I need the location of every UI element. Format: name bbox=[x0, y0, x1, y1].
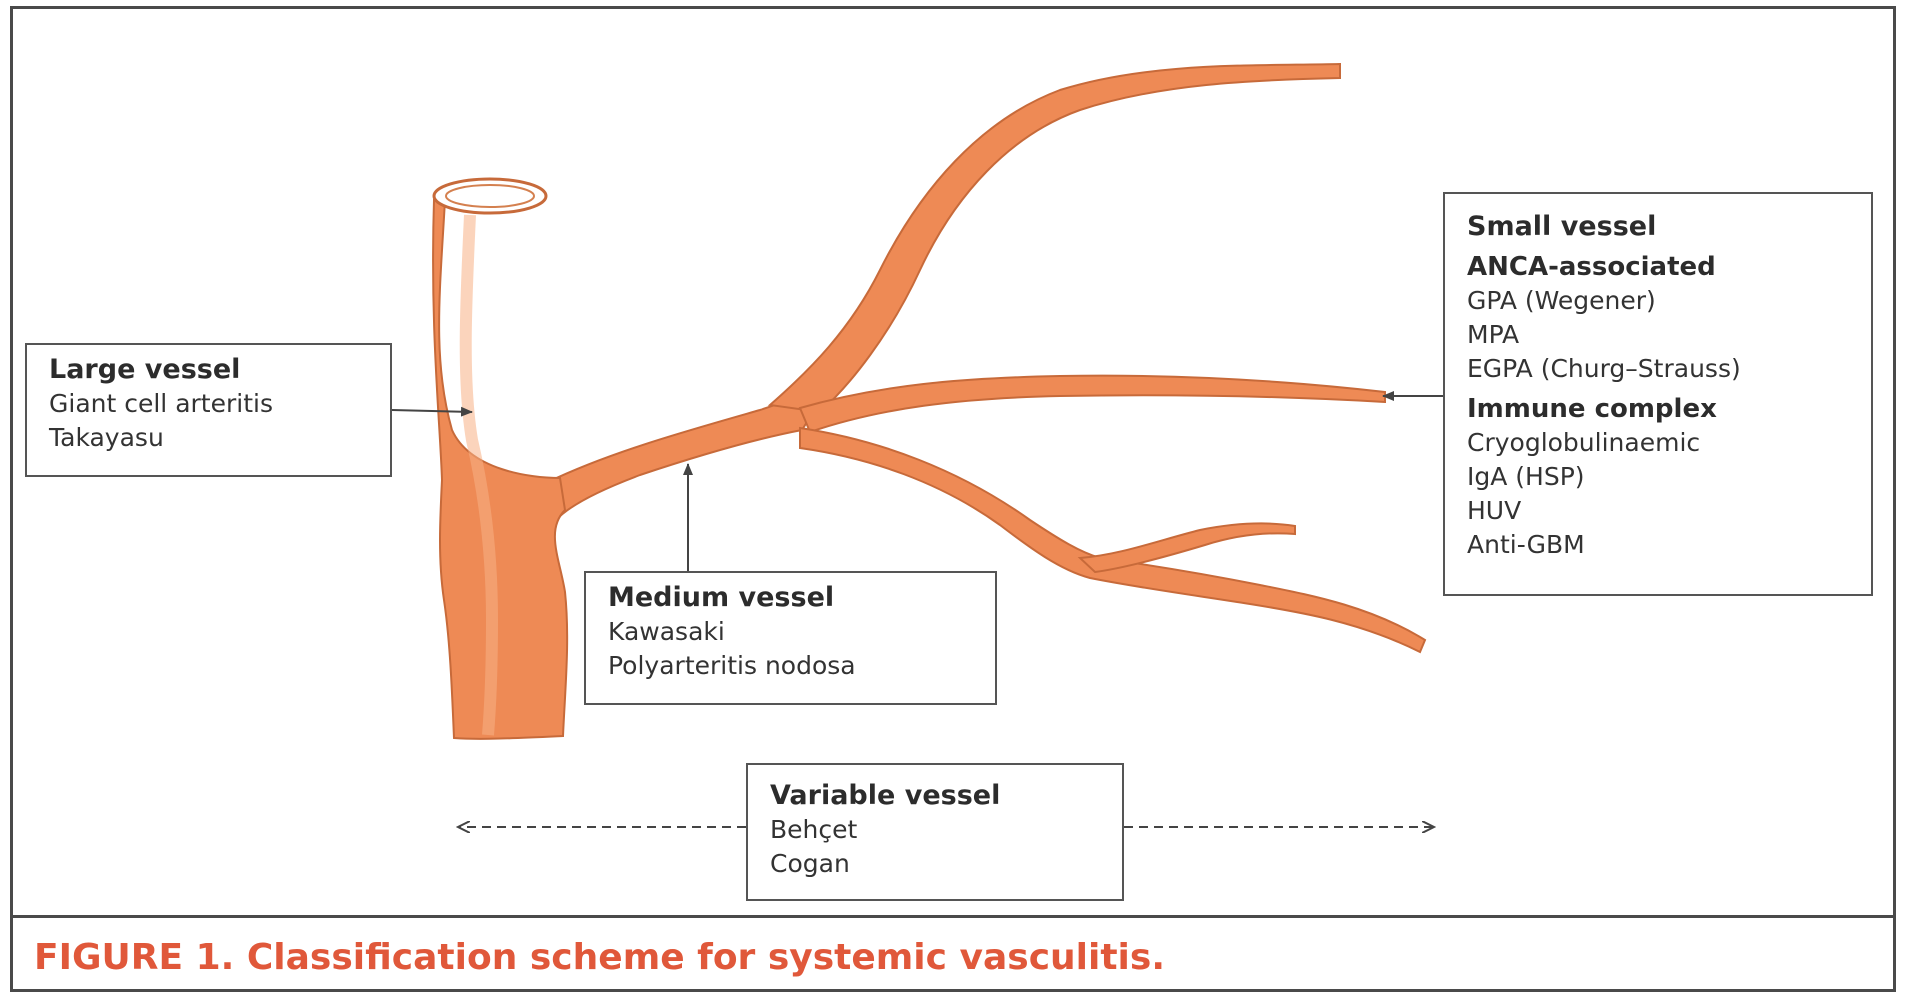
large-vessel-box: Large vessel Giant cell arteritis Takaya… bbox=[25, 343, 392, 477]
figure-caption: FIGURE 1. Classification scheme for syst… bbox=[34, 937, 1165, 978]
immune-complex-item: HUV bbox=[1467, 494, 1849, 528]
immune-complex-item: Cryoglobulinaemic bbox=[1467, 426, 1849, 460]
immune-complex-item: IgA (HSP) bbox=[1467, 460, 1849, 494]
small-vessel-box: Small vessel ANCA-associated GPA (Wegene… bbox=[1443, 192, 1873, 596]
anca-item: GPA (Wegener) bbox=[1467, 284, 1849, 318]
large-vessel-trunk bbox=[433, 179, 567, 739]
large-vessel-title: Large vessel bbox=[49, 353, 368, 387]
upper-branch bbox=[770, 64, 1340, 412]
caption-divider bbox=[10, 915, 1896, 918]
medium-vessel-title: Medium vessel bbox=[608, 581, 973, 615]
variable-vessel-title: Variable vessel bbox=[770, 779, 1100, 813]
anca-item: EGPA (Churg–Strauss) bbox=[1467, 352, 1849, 386]
middle-branch bbox=[800, 376, 1385, 432]
large-vessel-item: Giant cell arteritis bbox=[49, 387, 368, 421]
medium-vessel-box: Medium vessel Kawasaki Polyarteritis nod… bbox=[584, 571, 997, 705]
vessel-opening-inner bbox=[446, 185, 534, 207]
small-vessel-title: Small vessel bbox=[1467, 210, 1849, 244]
vessel-branches bbox=[548, 64, 1425, 652]
large-vessel-pointer bbox=[392, 410, 472, 412]
variable-vessel-item: Cogan bbox=[770, 847, 1100, 881]
medium-vessel-item: Polyarteritis nodosa bbox=[608, 649, 973, 683]
anca-associated-heading: ANCA-associated bbox=[1467, 250, 1849, 284]
variable-vessel-box: Variable vessel Behçet Cogan bbox=[746, 763, 1124, 901]
anca-item: MPA bbox=[1467, 318, 1849, 352]
large-vessel-item: Takayasu bbox=[49, 421, 368, 455]
immune-complex-item: Anti-GBM bbox=[1467, 528, 1849, 562]
variable-vessel-item: Behçet bbox=[770, 813, 1100, 847]
twig-branch bbox=[1080, 523, 1295, 572]
immune-complex-heading: Immune complex bbox=[1467, 392, 1849, 426]
medium-vessel-item: Kawasaki bbox=[608, 615, 973, 649]
